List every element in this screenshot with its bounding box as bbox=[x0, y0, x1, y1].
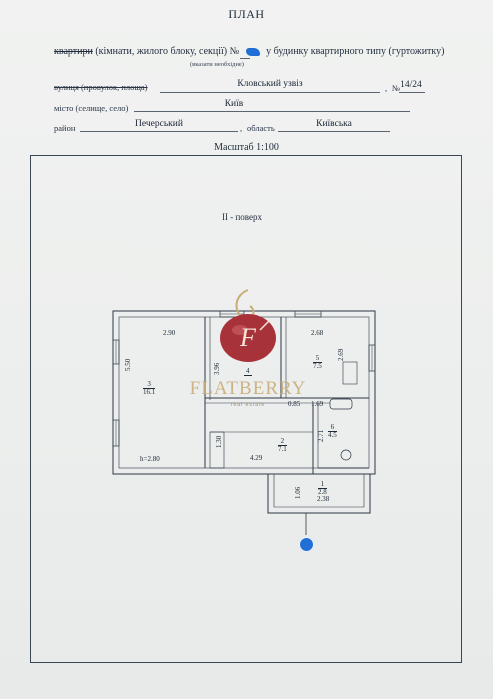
flatberry-logo: F FLATBERRY real estate bbox=[190, 289, 307, 408]
annex-inner bbox=[273, 474, 365, 508]
sink bbox=[340, 449, 352, 461]
street-value: Кловський узвіз bbox=[237, 79, 303, 89]
city-label: місто (селище, село) bbox=[54, 103, 129, 113]
apartment-type-line: квартири (кімнати, жилого блоку, секції)… bbox=[54, 47, 444, 57]
building-type-text: у будинку квартирного типу (гуртожитку) bbox=[266, 46, 445, 57]
stove bbox=[342, 361, 358, 385]
district-label: район bbox=[54, 123, 76, 133]
small-closet bbox=[209, 431, 225, 469]
bathtub bbox=[329, 398, 353, 410]
logo-sub: real estate bbox=[231, 402, 265, 408]
unit-types-text: (кімнати, жилого блоку, секції) № bbox=[95, 46, 240, 57]
dim-top-left: 2.90 bbox=[163, 329, 176, 337]
dim-annex-width: 2.38 bbox=[317, 495, 330, 503]
location-marker-icon bbox=[299, 537, 314, 552]
dim-top-right: 2.68 bbox=[311, 329, 324, 337]
room-6-label: 6 4.5 bbox=[328, 423, 337, 439]
region-value: Київська bbox=[316, 119, 352, 129]
logo-monogram: F bbox=[239, 323, 257, 352]
floor-label: II - поверх bbox=[222, 212, 262, 222]
dim-room5-height: 2.69 bbox=[337, 348, 345, 361]
region-label: область bbox=[247, 123, 275, 133]
street-label: вулиця (провулок, площа) bbox=[54, 82, 148, 92]
number-label: № bbox=[392, 83, 401, 93]
dim-entrance: 1.06 bbox=[294, 486, 302, 499]
logo-brand: FLATBERRY bbox=[190, 378, 307, 399]
dim-corridor-length: 4.29 bbox=[250, 454, 263, 462]
dim-room6-height: 2.71 bbox=[317, 429, 325, 442]
comma-street: , bbox=[385, 83, 388, 93]
dim-bath: 1.69 bbox=[311, 400, 324, 408]
dim-closet: 1.30 bbox=[215, 435, 223, 448]
number-value: 14/24 bbox=[400, 80, 422, 90]
room-1-label: 1 2.8 bbox=[318, 480, 327, 496]
room-5-label: 5 7.5 bbox=[313, 354, 322, 370]
scale-text: Масштаб 1:100 bbox=[214, 142, 279, 153]
room-2-label: 2 7.1 bbox=[278, 437, 287, 453]
dim-ceiling-height: h=2.80 bbox=[140, 455, 160, 463]
dim-left-height: 5.50 bbox=[124, 358, 132, 371]
plan-frame bbox=[30, 155, 462, 663]
room-3-label: 3 16.1 bbox=[143, 380, 156, 396]
dim-corridor-width: 0.85 bbox=[288, 400, 301, 408]
document-title: ПЛАН bbox=[228, 7, 265, 21]
city-value: Київ bbox=[224, 99, 244, 109]
comma-district: , bbox=[240, 123, 243, 133]
annex-wall bbox=[267, 474, 371, 514]
apartment-word: квартири bbox=[54, 46, 93, 57]
room-4-label: 4 bbox=[244, 367, 252, 376]
district-value: Печерський bbox=[135, 119, 183, 129]
specify-note: (вказати необхідне) bbox=[190, 61, 244, 68]
redaction-mark bbox=[245, 47, 260, 56]
